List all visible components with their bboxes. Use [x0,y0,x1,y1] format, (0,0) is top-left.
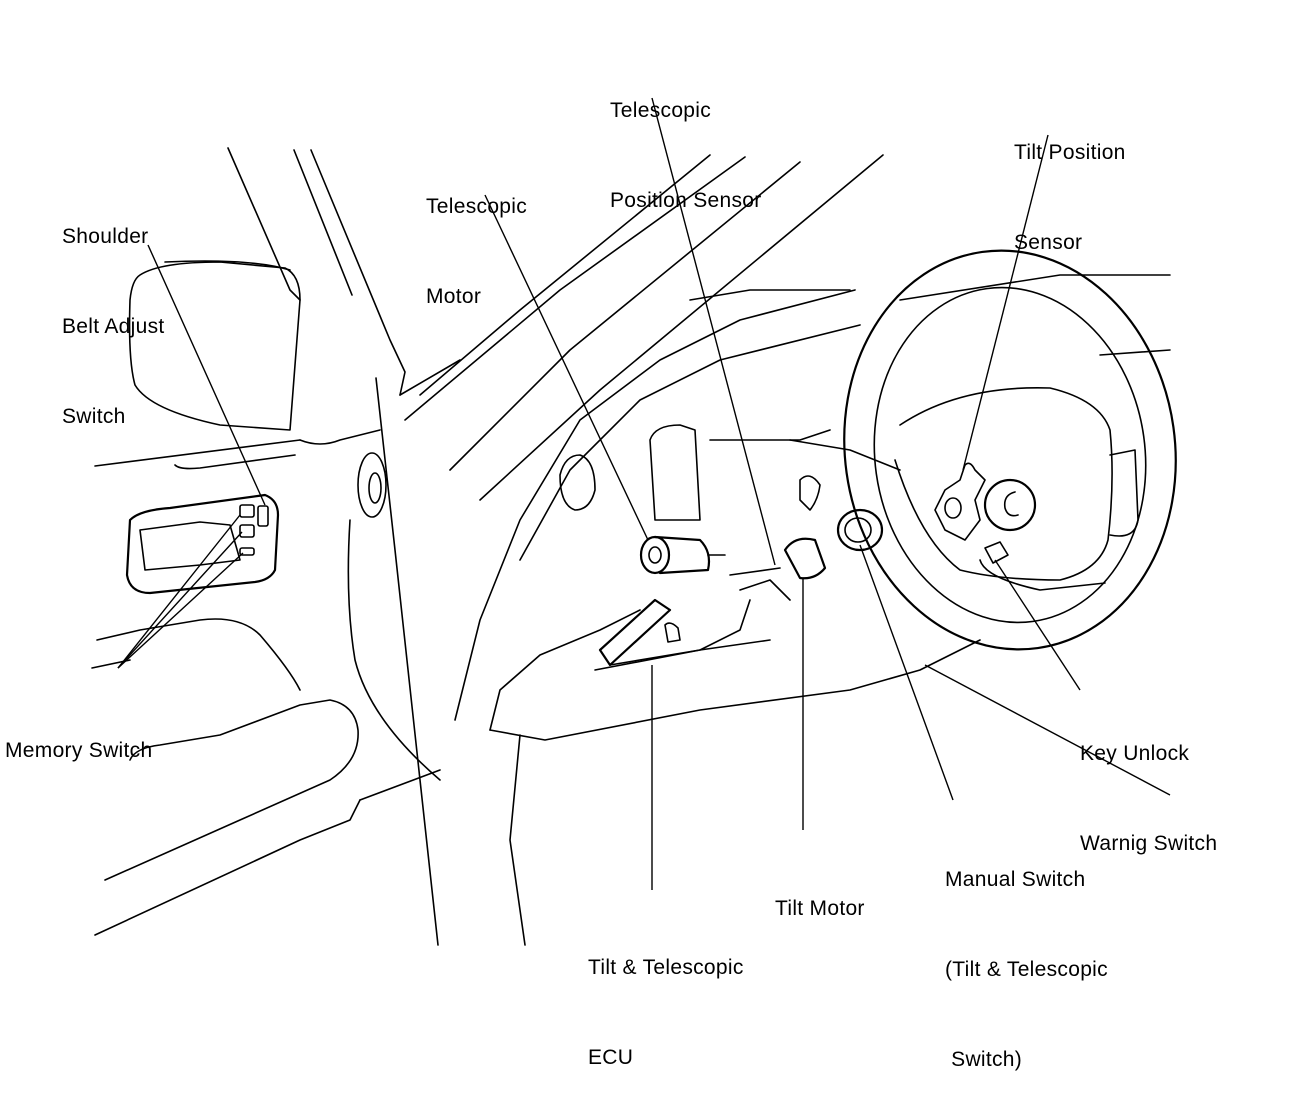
label-line: Memory Switch [5,739,153,762]
speaker-grille [347,452,441,781]
label-line: Switch [62,405,126,428]
label-tilt-telescopic-ecu: Tilt & Telescopic ECU [588,893,744,1103]
telescopic-motor [639,535,726,575]
component-location-diagram [91,97,1177,946]
leader-memory-3 [117,552,244,669]
leader-telescopic-motor [484,194,649,541]
leader-telescopic-position-sensor [651,97,776,566]
leader-manual-switch [859,544,954,801]
steering-wheel [843,249,1177,651]
dashboard [489,274,1171,946]
a-pillar [227,147,461,946]
label-line: Sensor [1014,231,1083,254]
label-line: Position Sensor [610,189,762,212]
door-handle-switch-panel [125,493,280,595]
label-line: Warnig Switch [1080,832,1218,855]
tilt-motor [729,439,901,601]
label-line: Motor [426,285,482,308]
label-telescopic-motor: Telescopic Motor [426,132,527,342]
windshield-lines [404,154,884,721]
leader-memory-1 [117,514,241,669]
label-line: Tilt Motor [775,897,865,920]
label-line: (Tilt & Telescopic [945,958,1108,981]
label-memory-switch: Memory Switch [5,676,152,796]
label-shoulder-belt-adjust-switch: Shoulder Belt Adjust Switch [62,162,165,462]
tilt-position-sensor [934,462,986,541]
leader-lines [117,97,1171,890]
key-cylinder [983,478,1037,532]
ecu [598,598,751,667]
label-line: Tilt Position [1014,141,1126,164]
label-line: Shoulder [62,225,149,248]
leader-key-unlock [994,559,1081,691]
label-line: Belt Adjust [62,315,165,338]
leader-tilt-position-sensor [962,134,1049,471]
label-key-unlock-warning-switch: Key Unlock Warnig Switch [1080,679,1217,889]
label-manual-switch: Manual Switch (Tilt & Telescopic Switch) [945,805,1108,1105]
label-telescopic-position-sensor: Telescopic Position Sensor [610,36,762,246]
manual-switch [836,508,884,552]
label-line: ECU [588,1046,634,1069]
leader-dash-right [924,664,1171,796]
label-line: Telescopic [426,195,528,218]
leader-memory-2 [117,531,243,669]
label-line: Switch) [945,1048,1023,1071]
label-tilt-motor: Tilt Motor [775,834,865,954]
label-line: Manual Switch [945,868,1086,891]
label-tilt-position-sensor: Tilt Position Sensor [1014,78,1126,288]
leader-shoulder-belt [147,244,266,506]
label-line: Telescopic [610,99,712,122]
key-unlock-warning-switch [984,541,1009,564]
door-panel [91,429,441,936]
label-line: Key Unlock [1080,742,1190,765]
label-line: Tilt & Telescopic [588,956,744,979]
